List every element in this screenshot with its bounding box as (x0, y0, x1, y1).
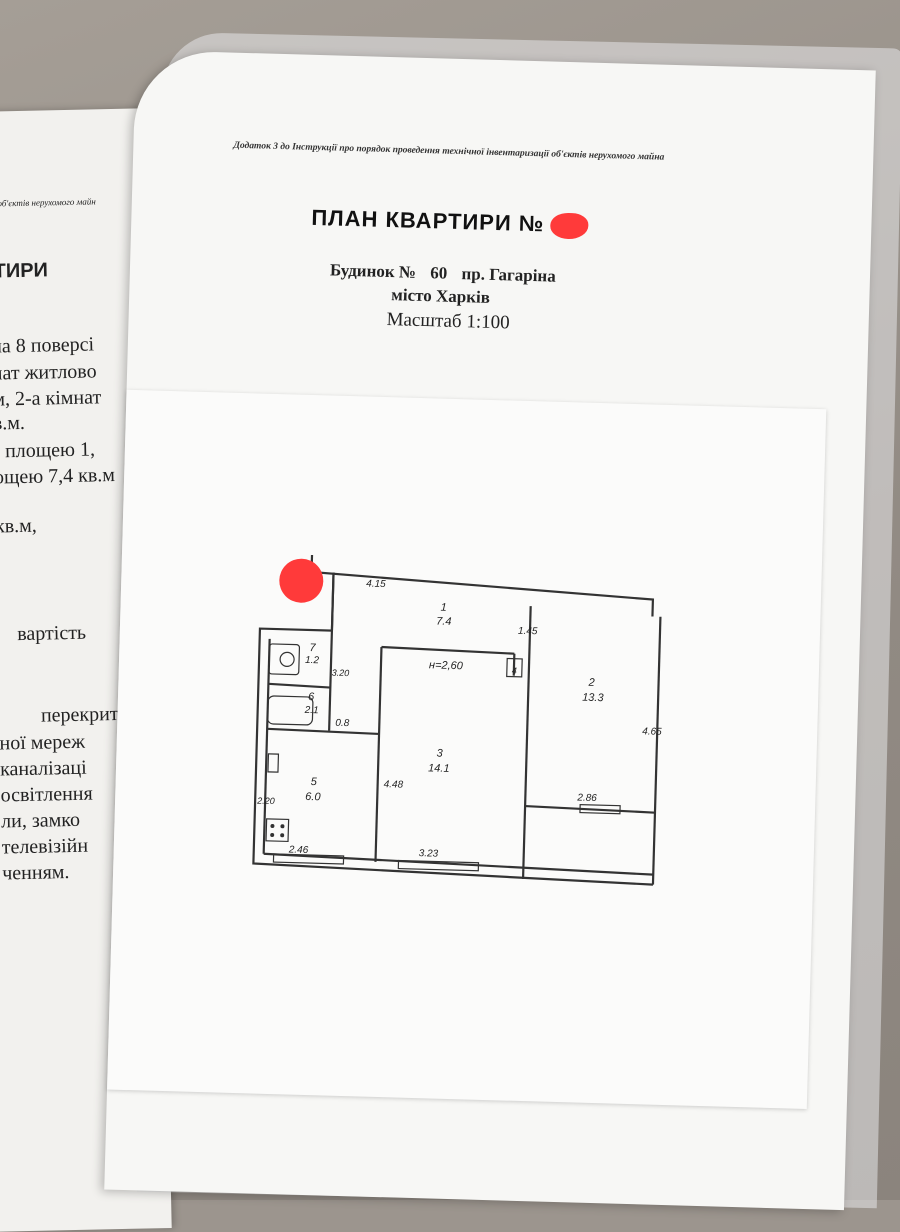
left-line-12: освітлення (0, 782, 93, 807)
west-inner-wall (262, 638, 271, 854)
left-line-1: на 8 поверсі (0, 333, 95, 358)
stove-fixture (265, 818, 290, 843)
south-inner-wall (263, 852, 654, 876)
room-2-number: 2 (587, 677, 594, 689)
window-room3 (397, 859, 480, 872)
left-line-3: м, 2-а кімнат (0, 386, 102, 411)
toilet-bowl (279, 651, 295, 667)
house-label: Будинок № (329, 260, 417, 282)
room-6-area: 2.1 (304, 705, 319, 716)
window-room5 (272, 853, 345, 865)
room3-west-wall (374, 646, 383, 862)
dim-room5-height: 2.20 (256, 796, 275, 807)
ceiling-height: н=2,60 (429, 659, 464, 672)
house-number: 60 (430, 263, 448, 283)
left-line-2: нат житлово (0, 360, 97, 385)
left-line-9: перекрит (40, 702, 119, 727)
room5-top-wall (267, 727, 380, 736)
room-1-area: 7.4 (436, 615, 452, 627)
room-2-area: 13.3 (582, 692, 605, 705)
bathtub-fixture (266, 695, 314, 726)
address-line: Будинок № 60 пр. Гагаріна (330, 260, 566, 287)
dim-room5-width: 2.46 (288, 844, 309, 856)
room-3-area: 14.1 (428, 762, 450, 775)
left-line-5: ) площею 1, (0, 438, 96, 463)
room-5-number: 5 (311, 776, 318, 788)
room-7-number: 7 (309, 642, 316, 654)
room-1-number: 1 (440, 602, 446, 614)
left-line-13: ли, замко (0, 808, 81, 833)
room2-west-wall (521, 606, 532, 880)
left-line-7: кв.м, (0, 514, 38, 538)
dim-room3-width: 3.23 (419, 848, 439, 860)
redaction-mark (279, 558, 324, 603)
bath-toilet-wall (268, 682, 331, 689)
toilet-fixture (268, 643, 301, 676)
room-6-number: 6 (308, 691, 315, 703)
header-note: Додаток 3 до Інструкції про порядок пров… (233, 140, 665, 163)
east-wall (651, 616, 662, 885)
left-line-11: каналізаці (0, 756, 87, 781)
plan-title-text: ПЛАН КВАРТИРИ № (311, 204, 545, 237)
dim-room2-width: 2.86 (576, 792, 597, 804)
plan-title: ПЛАН КВАРТИРИ № (311, 205, 589, 240)
scale-line: Масштаб 1:100 (386, 308, 510, 334)
dim-corridor-depth: 1.45 (518, 626, 538, 638)
left-page-header: ії об'єктів нерухомого майн (0, 196, 96, 209)
redaction-mark (549, 212, 589, 240)
stove-burner (280, 833, 285, 838)
room-3-number: 3 (436, 748, 443, 760)
closet-4 (506, 657, 523, 678)
room-5-area: 6.0 (305, 791, 322, 803)
closet-wall (512, 653, 516, 676)
stove-burner (270, 824, 275, 829)
room-7-area: 1.2 (305, 655, 320, 666)
stove-burner (280, 824, 285, 829)
floor-plan-sheet: 4.15 1 7.4 1.45 н=2,60 4 2 13.3 4.65 2.8… (107, 389, 827, 1110)
west-south-wall (252, 572, 654, 886)
dim-corridor-width: 4.15 (366, 579, 386, 591)
window-room2 (579, 803, 621, 815)
room-4-number: 4 (512, 666, 517, 676)
left-line-14: телевізійн (1, 834, 89, 859)
north-wall (310, 554, 655, 617)
left-page-title: ТИРИ (0, 259, 49, 283)
floor-plan-drawing: 4.15 1 7.4 1.45 н=2,60 4 2 13.3 4.65 2.8… (252, 554, 662, 886)
dim-hall-gap: 0.8 (335, 718, 350, 729)
dim-room2-height: 4.65 (642, 726, 662, 738)
left-line-8: вартість (17, 621, 87, 646)
left-line-15: ченням. (2, 861, 70, 885)
sink-fixture (267, 753, 280, 773)
room2-bottom-wall (525, 804, 656, 814)
stove-burner (270, 832, 275, 837)
bath-corridor-wall (328, 572, 335, 731)
dim-bath-height: 3.20 (332, 668, 350, 678)
dim-room3-height: 4.48 (383, 779, 403, 791)
left-line-10: ної мереж (0, 730, 86, 755)
room3-top-wall (381, 645, 515, 655)
left-line-4: в.м. (0, 411, 26, 435)
city-line: місто Харків (391, 285, 491, 307)
main-document-page: Додаток 3 до Інструкції про порядок пров… (104, 49, 876, 1211)
street-name: пр. Гагаріна (461, 264, 556, 286)
left-line-6: ощею 7,4 кв.м (0, 464, 116, 489)
